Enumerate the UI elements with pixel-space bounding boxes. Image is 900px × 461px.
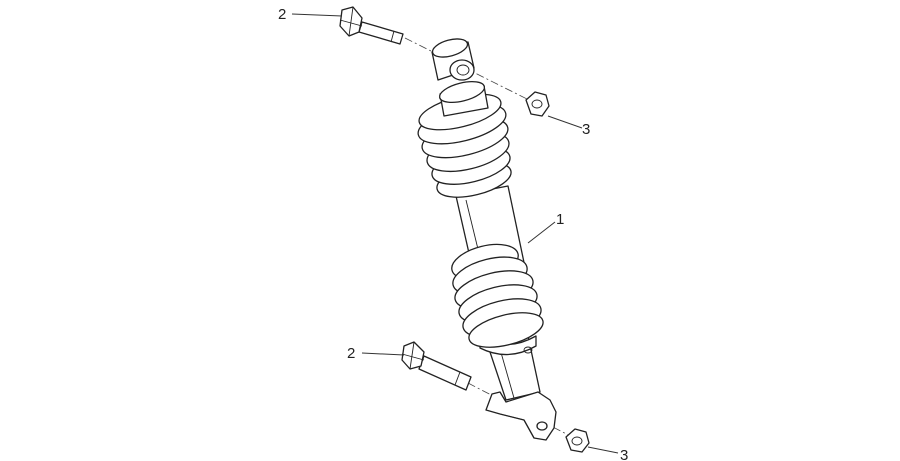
shock-lower-bracket bbox=[485, 391, 557, 441]
lower-bolt bbox=[401, 341, 472, 391]
callout-upper-nut: 3 bbox=[582, 121, 590, 138]
shock-absorber bbox=[417, 38, 557, 441]
callout-upper-bolt: 2 bbox=[278, 6, 286, 23]
callout-lower-bolt: 2 bbox=[347, 345, 355, 362]
callout-lower-nut: 3 bbox=[620, 447, 628, 461]
leader-lines bbox=[291, 13, 619, 454]
shock-upper-cap bbox=[438, 80, 489, 117]
callout-shock-absorber: 1 bbox=[556, 211, 564, 228]
lower-nut bbox=[565, 428, 590, 453]
shock-upper-eye bbox=[431, 38, 475, 81]
assembly-axis-lines bbox=[404, 37, 579, 441]
upper-nut bbox=[525, 91, 550, 117]
shock-lower-spring bbox=[451, 243, 544, 348]
upper-bolt bbox=[339, 6, 404, 45]
